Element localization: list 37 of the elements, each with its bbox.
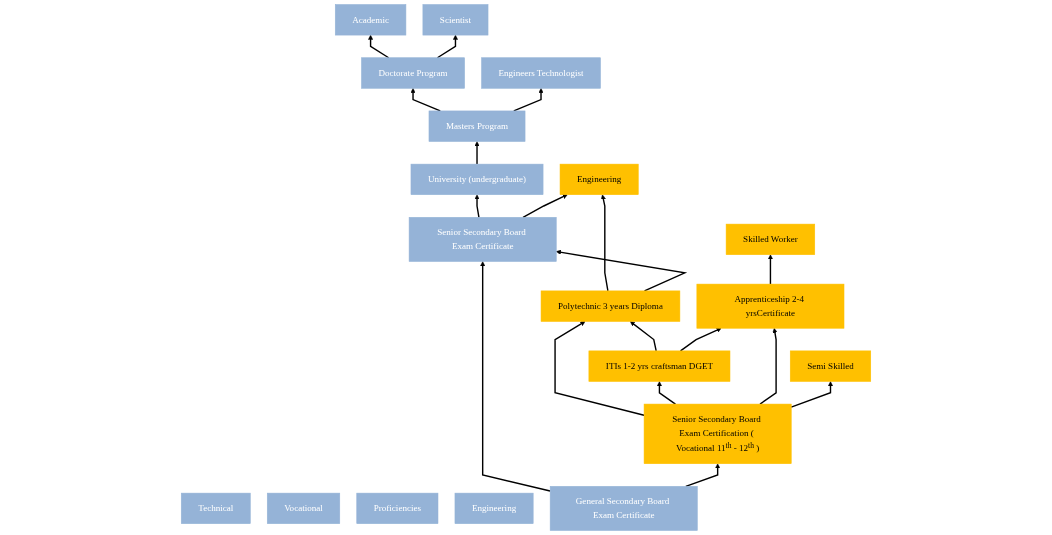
arrow bbox=[436, 34, 458, 59]
arrow bbox=[685, 463, 721, 488]
arrow bbox=[759, 328, 778, 405]
node-box: Skilled Worker bbox=[725, 223, 816, 255]
node-box: Apprenticeship 2-4 yrsCertificate bbox=[696, 283, 845, 329]
node-box: University (undergraduate) bbox=[410, 163, 544, 195]
node-box: ITIs 1-2 yrs craftsman DGET bbox=[588, 350, 731, 382]
arrow bbox=[513, 88, 544, 112]
node-box: General Secondary Board Exam Certificate bbox=[549, 486, 698, 531]
node-box: Senior Secondary Board Exam Certificate bbox=[408, 217, 557, 262]
node-box: Proficiencies bbox=[356, 492, 439, 524]
node-box: Vocational bbox=[266, 492, 341, 524]
node-box: Doctorate Program bbox=[361, 57, 465, 89]
node-box: Senior Secondary Board Exam Certification ( Vocational 11$^{th}$ - 12$^{th}$ ) bbox=[643, 403, 792, 464]
arrow bbox=[474, 194, 480, 219]
node-box: Polytechnic 3 years Diploma bbox=[540, 290, 681, 322]
node-box: Semi Skilled bbox=[789, 350, 872, 382]
arrow bbox=[556, 249, 688, 292]
node-box: Engineers Technologist bbox=[481, 57, 601, 89]
node-box: Engineering bbox=[559, 163, 639, 195]
arrow bbox=[368, 34, 390, 59]
arrow bbox=[630, 321, 657, 352]
arrow bbox=[656, 381, 677, 405]
arrow bbox=[410, 88, 441, 112]
arrow bbox=[767, 254, 773, 285]
arrow bbox=[600, 194, 609, 292]
node-box: Engineering bbox=[454, 492, 534, 524]
arrow bbox=[554, 321, 645, 416]
arrow bbox=[480, 261, 551, 492]
arrow bbox=[790, 381, 833, 408]
arrow bbox=[522, 194, 568, 219]
node-box: Masters Program bbox=[428, 110, 526, 142]
node-box: Scientist bbox=[422, 4, 489, 36]
arrow bbox=[474, 141, 480, 165]
arrow bbox=[679, 327, 722, 352]
node-box: Academic bbox=[334, 4, 407, 36]
node-box: Technical bbox=[180, 492, 251, 524]
